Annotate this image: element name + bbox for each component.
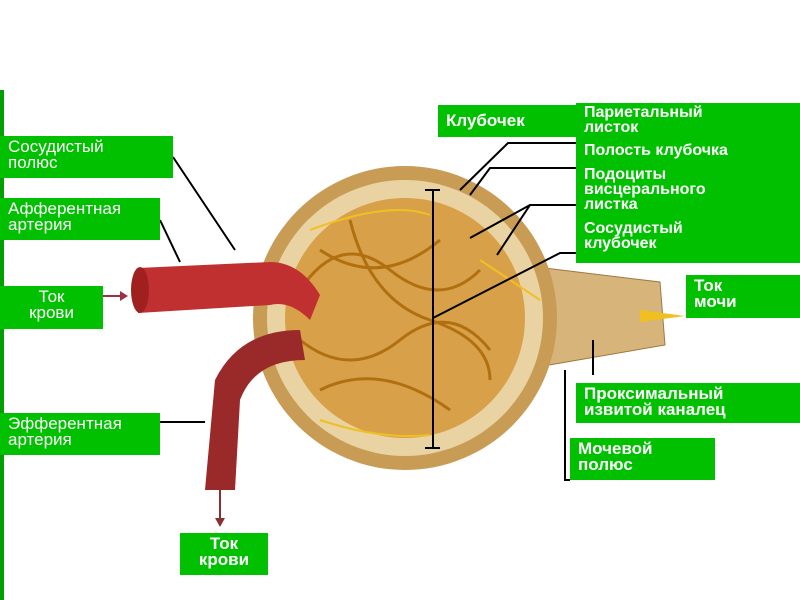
left-border-line bbox=[0, 90, 4, 600]
urine-flow-arrow bbox=[640, 310, 685, 322]
label-capillary-glomerulus: Сосудистый bbox=[584, 220, 683, 237]
label-proximal-tubule: Проксимальный извитой каналец bbox=[576, 383, 800, 423]
label-text: Ток bbox=[38, 287, 65, 306]
label-parietal-layer: листок bbox=[584, 119, 639, 136]
label-vascular-pole: Сосудистый полюс bbox=[0, 136, 173, 178]
label-afferent-artery: Афферентная артерия bbox=[0, 198, 160, 240]
label-podocytes: висцерального bbox=[584, 181, 706, 198]
label-podocytes: Подоциты bbox=[584, 166, 667, 183]
label-text: Клубочек bbox=[446, 111, 525, 130]
afferent-artery-opening bbox=[131, 267, 149, 313]
label-text: полюс bbox=[8, 153, 58, 172]
label-text: Мочевой bbox=[578, 439, 653, 458]
podocyte-processes bbox=[309, 209, 541, 437]
label-text: артерия bbox=[8, 215, 72, 234]
efferent-artery bbox=[205, 330, 305, 490]
label-urine-flow: Ток мочи bbox=[686, 275, 800, 318]
capillary-tuft bbox=[285, 198, 525, 438]
label-text: артерия bbox=[8, 430, 72, 449]
label-blood-flow-in: Ток крови bbox=[0, 286, 103, 329]
label-text: Сосудистый bbox=[8, 137, 104, 156]
label-capsule-cavity: Полость клубочка bbox=[584, 142, 728, 159]
label-glomerulus: Клубочек bbox=[438, 105, 577, 137]
label-podocytes: листка bbox=[584, 196, 638, 213]
label-text: полюс bbox=[578, 455, 633, 474]
afferent-artery bbox=[138, 262, 320, 320]
label-group-capsule-parts: Париетальный листок Полость клубочка Под… bbox=[576, 103, 800, 263]
label-text: Ток bbox=[209, 534, 239, 553]
leader-lines bbox=[159, 142, 594, 481]
label-urinary-pole: Мочевой полюс bbox=[570, 438, 715, 480]
label-text: Ток bbox=[694, 276, 723, 295]
label-capillary-glomerulus: клубочек bbox=[584, 235, 657, 252]
label-text: крови bbox=[29, 303, 74, 322]
label-text: крови bbox=[198, 550, 250, 569]
label-text: Афферентная bbox=[8, 199, 122, 218]
label-text: извитой каналец bbox=[584, 400, 726, 419]
label-blood-flow-out: Ток крови bbox=[180, 533, 268, 575]
label-parietal-layer: Париетальный bbox=[584, 104, 703, 121]
label-text: Проксимальный bbox=[584, 384, 724, 403]
label-text: мочи bbox=[694, 292, 737, 311]
label-efferent-artery: Эфферентная артерия bbox=[0, 413, 160, 455]
label-text: Эфферентная bbox=[8, 414, 122, 433]
